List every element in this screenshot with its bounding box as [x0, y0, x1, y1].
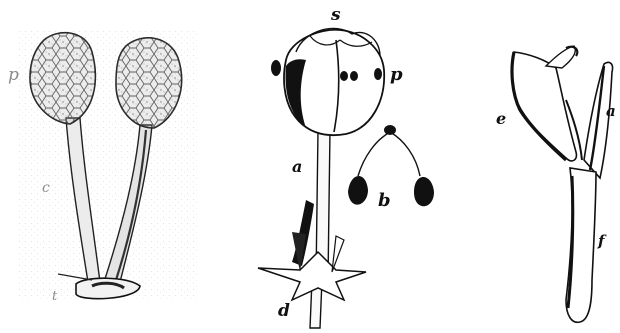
- label-a-mid: a: [292, 157, 302, 176]
- label-d: d: [278, 301, 290, 321]
- label-b: b: [378, 190, 391, 211]
- middle-figure-flower: s p a b d: [258, 5, 434, 328]
- label-p-mid: p: [390, 64, 403, 85]
- column-hood: [512, 52, 576, 161]
- left-figure-stamens: p c t: [8, 30, 198, 304]
- pollinium-detail: [348, 125, 434, 206]
- label-s: s: [330, 5, 341, 25]
- right-figure-column: e a f: [496, 46, 616, 322]
- label-t-left: t: [52, 289, 58, 304]
- label-f: f: [597, 232, 607, 250]
- label-a-right: a: [606, 102, 616, 120]
- label-c-left: c: [42, 180, 50, 196]
- column-stalk: [566, 168, 596, 322]
- label-p-left: p: [8, 65, 19, 85]
- label-e: e: [496, 109, 506, 128]
